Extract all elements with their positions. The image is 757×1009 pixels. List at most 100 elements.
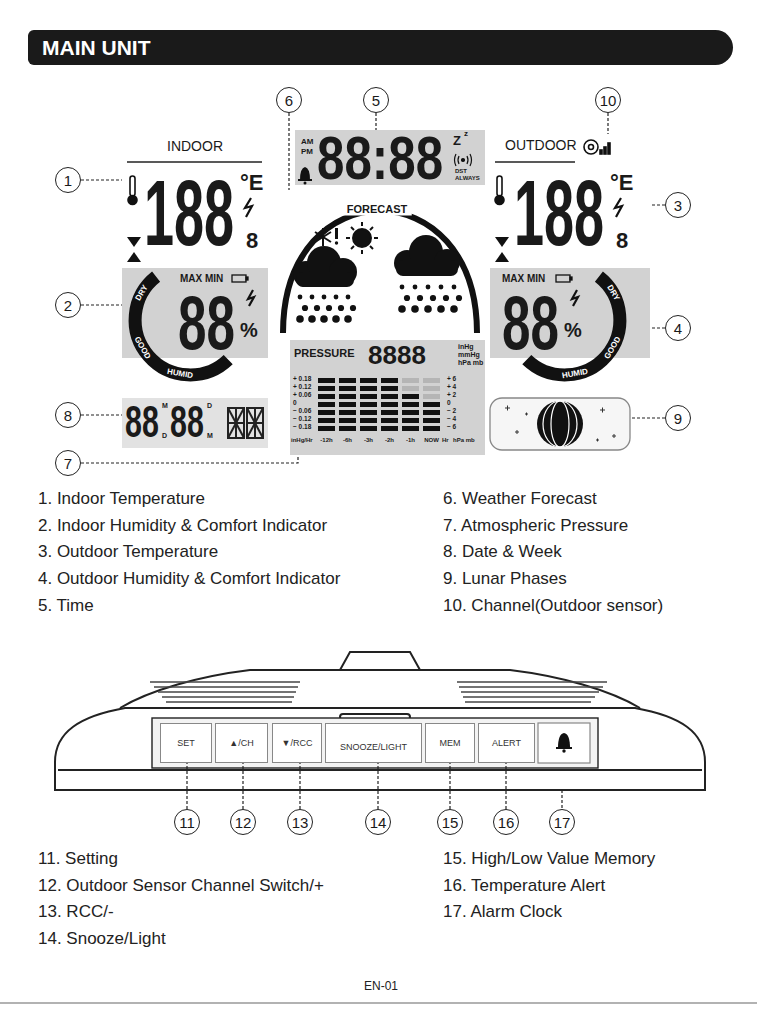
week-segments [228, 408, 244, 438]
display-text: Hr [442, 437, 449, 443]
legend-item: 7. Atmospheric Pressure [443, 517, 628, 534]
week-segments [247, 408, 263, 438]
display-text: GOOD [603, 335, 622, 360]
pressure-bar [381, 426, 398, 431]
moon-phase-panel [543, 401, 577, 447]
rain-drop [426, 285, 431, 290]
legend-item: 12. Outdoor Sensor Channel Switch/+ [38, 877, 324, 894]
pressure-bar [402, 426, 419, 431]
pressure-bar [423, 418, 440, 423]
callout-number: 3 [665, 192, 691, 218]
week-segments [247, 422, 263, 424]
rain-drop [298, 295, 303, 300]
pressure-bar [402, 402, 419, 407]
pressure-bar [318, 418, 335, 423]
callout-number: 8 [55, 402, 81, 428]
moon-phase-panel [537, 401, 583, 447]
week-segments [247, 408, 263, 438]
leader-line [650, 204, 665, 205]
pressure-bars [318, 378, 440, 431]
display-text: − 0.18 [293, 424, 311, 431]
pressure-bar [381, 378, 398, 383]
cloud-icons [293, 235, 460, 287]
channel-icon [589, 145, 594, 150]
device-housing [55, 652, 705, 790]
lcd-backgrounds [290, 340, 485, 455]
indoor-humidity-panel: MAX MIN88%DRYGOODHUMID [122, 268, 268, 388]
legend-item: 4. Outdoor Humidity & Comfort Indicator [38, 570, 340, 587]
pressure-bar [381, 386, 398, 391]
pressure-bar [423, 426, 440, 431]
display-text: 88 [170, 400, 204, 444]
snowflake-icon [315, 232, 331, 242]
sun-icon [353, 229, 371, 247]
display-text: hPa mb [453, 437, 475, 443]
pressure-bar [360, 426, 377, 431]
pressure-bar [360, 410, 377, 415]
pressure-bar [318, 394, 335, 399]
indoor-temperature-panel: INDOOR188°E8 [122, 130, 268, 270]
display-text: DST [455, 168, 467, 174]
callout-number: 16 [493, 809, 519, 835]
rain-drop [302, 305, 308, 311]
vent-slot [166, 701, 292, 702]
moon-phase-panel [515, 430, 519, 434]
button-label: ALERT [492, 739, 521, 748]
rain-drop [350, 305, 356, 311]
callout-label: 11 [179, 815, 195, 830]
rain-drop [400, 285, 405, 290]
pressure-bar [339, 410, 356, 415]
pressure-bar [318, 426, 335, 431]
display-text: GOOD [132, 335, 151, 360]
alarm-bell-icon [298, 179, 312, 181]
moon-phase-panel [505, 406, 616, 442]
display-text: 8888 [368, 342, 426, 368]
button-label: SNOOZE/LIGHT [340, 743, 407, 752]
sun-icon [361, 250, 363, 254]
cloud-icons [396, 260, 458, 276]
legend-item: 11. Setting [38, 850, 118, 867]
legend-item: 5. Time [38, 597, 94, 614]
display-text: + 0.18 [293, 376, 311, 383]
date-week-panel: 88MD88DM [122, 398, 268, 448]
alarm-bell-icon [298, 167, 312, 185]
sun-icon [370, 227, 373, 230]
bell-button [558, 733, 570, 748]
vent-slot [150, 681, 300, 682]
leader-line [186, 763, 187, 809]
sun-icon [361, 222, 363, 226]
legend-item: 13. RCC/- [38, 903, 114, 920]
radio-wave-icon [467, 156, 468, 164]
pressure-bar [423, 378, 440, 383]
sun-icon [374, 237, 378, 239]
device-housing [58, 769, 702, 771]
display-text: ALWAYS [455, 175, 480, 181]
outdoor-humidity-panel: MAX MIN88%DRYGOODHUMID [490, 268, 650, 388]
rain-drop [452, 285, 457, 290]
display-text: -12h [320, 437, 332, 443]
callout-label: 8 [64, 408, 72, 423]
radio-wave-icon [455, 154, 472, 166]
display-text: 0 [293, 400, 297, 407]
callout-number: 6 [276, 87, 302, 113]
leader-line [81, 414, 122, 415]
callout-number: 7 [55, 450, 81, 476]
callout-label: 4 [674, 321, 682, 336]
callout-number: 17 [549, 809, 575, 835]
callout-label: 3 [674, 198, 682, 213]
radio-wave-icon [455, 154, 457, 166]
legend-item: 17. Alarm Clock [443, 903, 562, 920]
week-segments [228, 408, 244, 438]
display-text: Z [453, 134, 461, 147]
trend-icons [248, 290, 254, 306]
callout-number: 14 [365, 809, 391, 835]
max-min-triangles [495, 252, 509, 262]
display-text: -1h [406, 437, 415, 443]
leader-line [81, 455, 298, 463]
pressure-bar [381, 410, 398, 415]
time-display: AMPM88:88ZzDSTALWAYS [295, 130, 485, 185]
display-text: MAX MIN [180, 274, 223, 284]
display-text: DRY [605, 283, 620, 301]
moon-phase-panel [505, 406, 510, 411]
pressure-bar [381, 418, 398, 423]
